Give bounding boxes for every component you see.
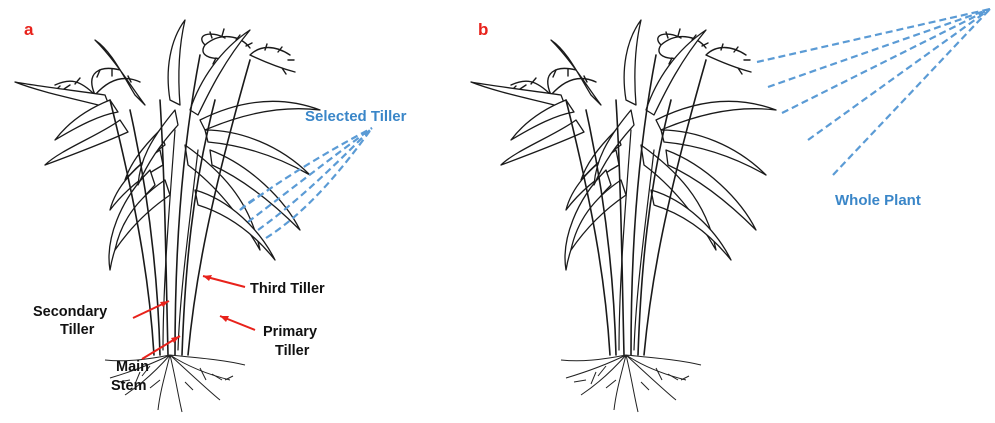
panel-letter-b: b: [478, 20, 488, 39]
panel-a: a Selected Tiller Third Tiller Secondary…: [15, 20, 407, 412]
panel-letter-a: a: [24, 20, 34, 39]
secondary-tiller-label-line2: Tiller: [60, 322, 95, 338]
primary-tiller-label-line1: Primary: [263, 324, 317, 340]
main-stem-label-line1: Main: [116, 359, 149, 375]
rice-plant-illustration-b: [471, 20, 776, 412]
selected-tiller-label: Selected Tiller: [305, 108, 407, 125]
whole-plant-highlight: [757, 9, 990, 175]
panel-b: b Whole Plant: [471, 9, 990, 412]
secondary-tiller-label-line1: Secondary: [33, 304, 107, 320]
whole-plant-label: Whole Plant: [835, 192, 921, 209]
main-stem-label-line2: Stem: [111, 378, 146, 394]
primary-tiller-label-line2: Tiller: [275, 343, 310, 359]
third-tiller-label: Third Tiller: [250, 281, 325, 297]
